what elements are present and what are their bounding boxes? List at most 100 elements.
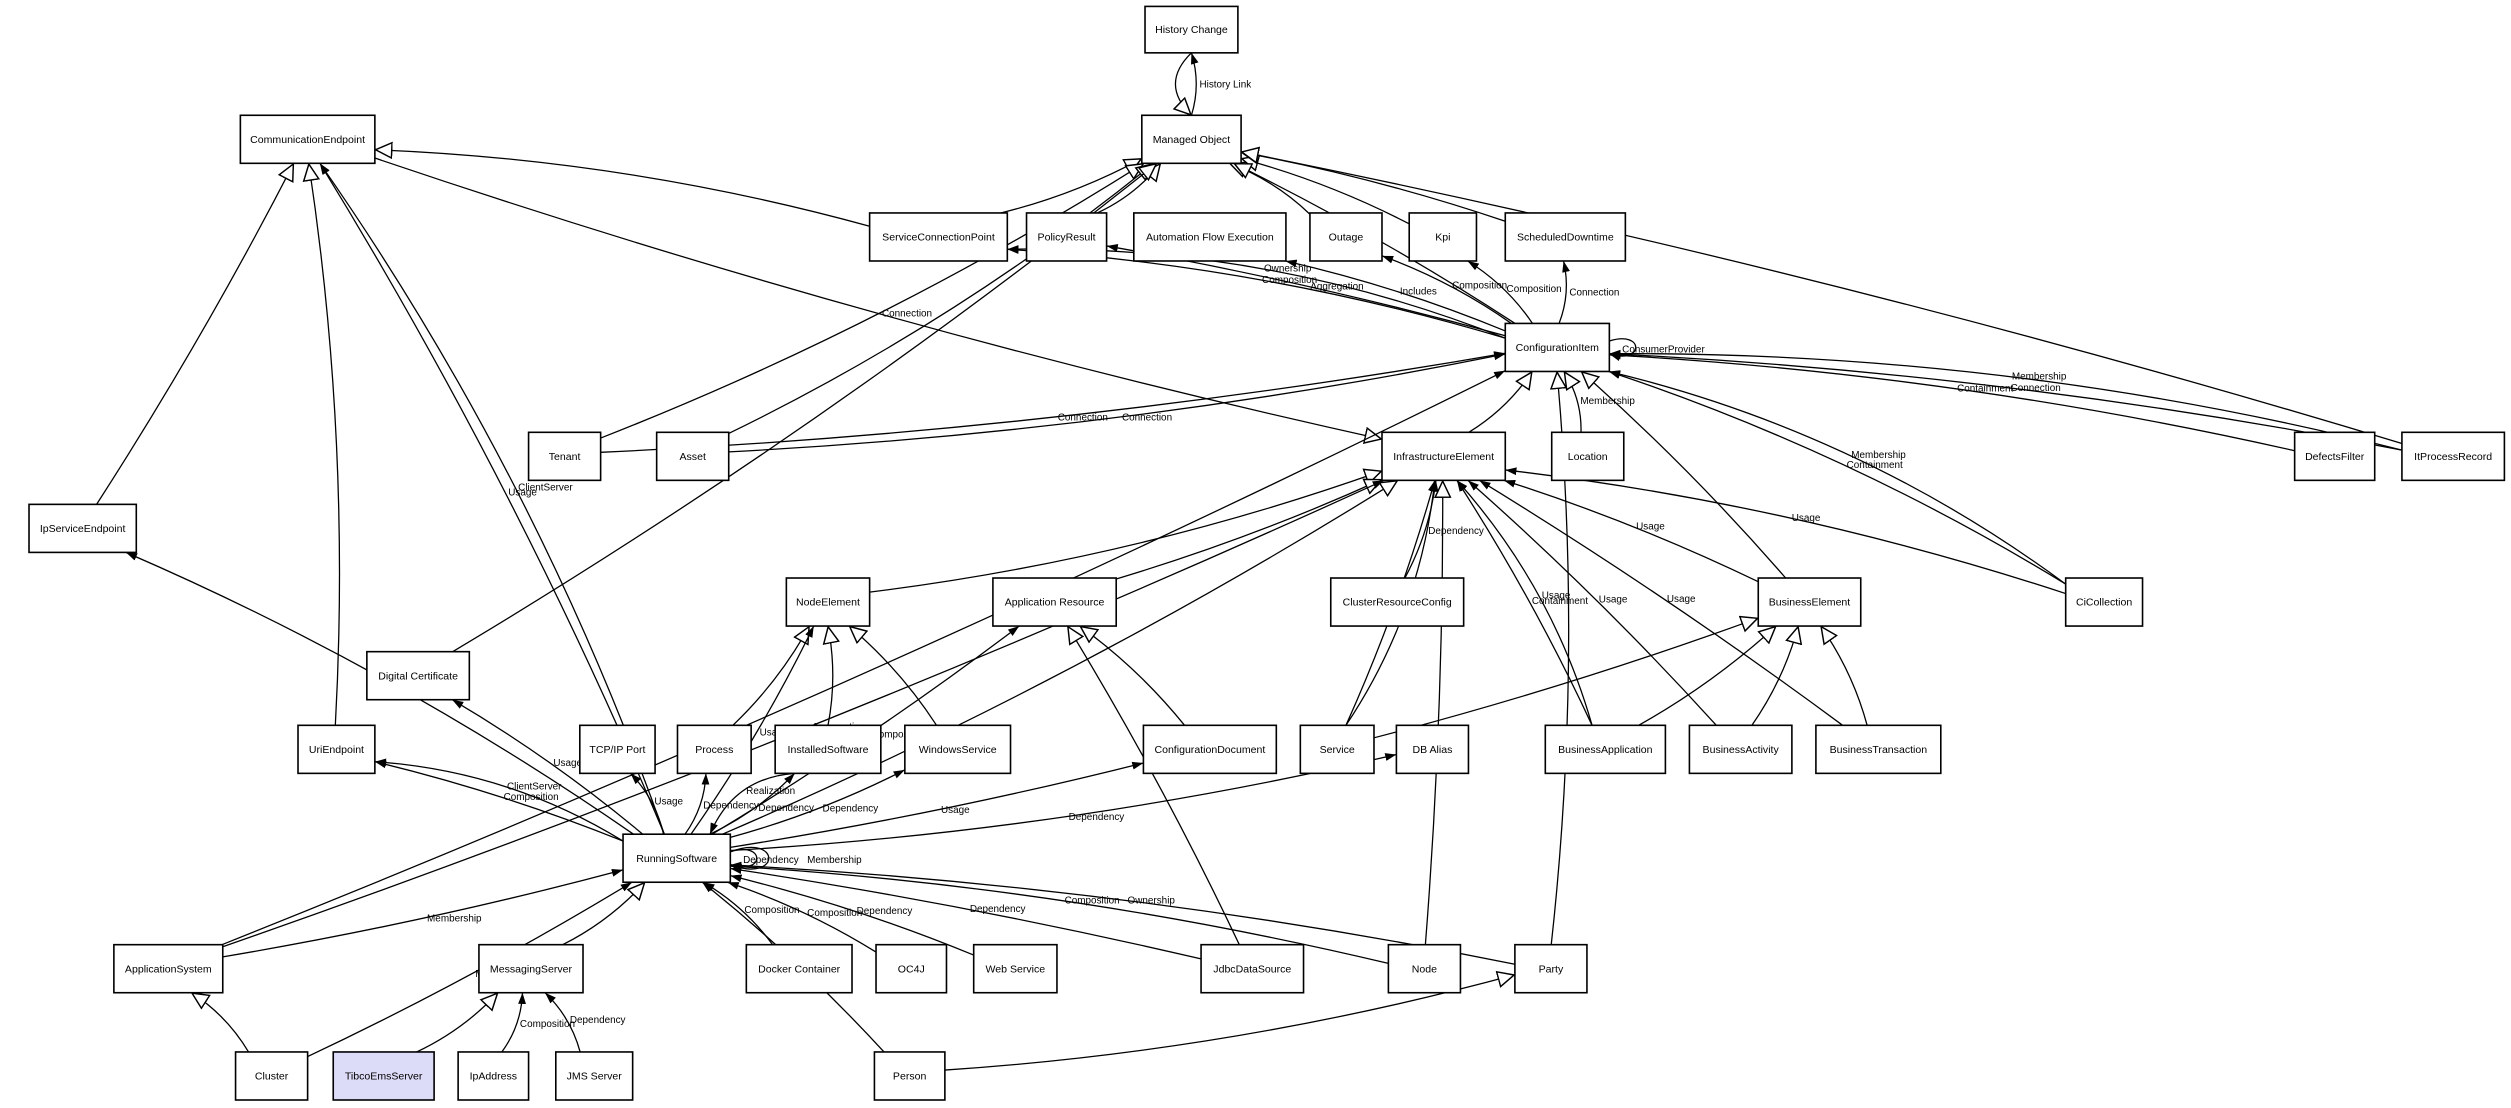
edge-running-software-to-running-software[interactable] <box>730 846 770 873</box>
edge-path[interactable] <box>1609 350 2403 451</box>
class-box[interactable] <box>1688 724 1793 775</box>
class-node-business-activity[interactable]: BusinessActivity <box>1688 724 1793 775</box>
edge-path[interactable] <box>828 626 833 726</box>
class-node-installed-software[interactable]: InstalledSoftware <box>774 724 882 775</box>
class-node-infrastructure-element[interactable]: InfrastructureElement <box>1381 431 1507 482</box>
edge-docker-container-to-running-software[interactable] <box>702 881 774 946</box>
edge-path[interactable] <box>1456 479 1593 726</box>
edge-oc4j-to-running-software[interactable] <box>727 881 877 953</box>
class-node-node-element[interactable]: NodeElement <box>785 577 871 627</box>
class-node-oc4j[interactable]: OC4J <box>875 943 948 994</box>
edge-path[interactable] <box>690 625 815 835</box>
edge-path[interactable] <box>600 162 1144 439</box>
edge-party-to-running-software[interactable] <box>730 861 1516 965</box>
class-node-uri-endpoint[interactable]: UriEndpoint <box>297 724 376 775</box>
edge-path[interactable] <box>1608 370 2067 585</box>
class-box[interactable] <box>873 1051 946 1101</box>
edge-path[interactable] <box>730 846 770 873</box>
edge-jdbc-data-source-to-running-software[interactable] <box>730 866 1202 960</box>
edge-running-software-to-process[interactable] <box>684 773 710 835</box>
edge-configuration-document-to-application-resource[interactable] <box>1080 626 1186 726</box>
edge-service-to-business-element[interactable] <box>1373 618 1758 739</box>
edge-path[interactable] <box>1505 467 2066 595</box>
edge-path[interactable] <box>727 881 877 953</box>
class-box[interactable] <box>332 1051 435 1101</box>
class-node-ip-service-endpoint[interactable]: IpServiceEndpoint <box>28 503 138 554</box>
edge-path[interactable] <box>1424 480 1442 945</box>
class-box[interactable] <box>234 1051 309 1101</box>
edge-running-software-to-tcpip-port[interactable] <box>630 772 665 835</box>
class-node-ip-address[interactable]: IpAddress <box>457 1051 530 1101</box>
edge-path[interactable] <box>1066 626 1240 945</box>
edge-path[interactable] <box>191 992 250 1053</box>
edge-service-connection-point-to-managed-object[interactable] <box>1000 157 1142 214</box>
edge-path[interactable] <box>1456 479 1593 726</box>
edge-path[interactable] <box>307 881 633 1058</box>
edge-path[interactable] <box>728 163 1154 435</box>
class-node-docker-container[interactable]: Docker Container <box>745 943 853 994</box>
class-node-service[interactable]: Service <box>1299 724 1375 775</box>
edge-asset-to-configuration-item[interactable] <box>728 352 1506 453</box>
edge-ip-service-endpoint-to-communication-endpoint[interactable] <box>96 163 295 505</box>
edge-path[interactable] <box>1821 626 1868 726</box>
edge-ci-collection-to-infrastructure-element[interactable] <box>1505 467 2066 595</box>
edge-path[interactable] <box>600 351 1506 453</box>
class-node-automation-flow-execution[interactable]: Automation Flow Execution <box>1133 212 1287 262</box>
class-node-it-process-record[interactable]: ItProcessRecord <box>2401 431 2506 482</box>
class-node-windows-service[interactable]: WindowsService <box>904 724 1012 775</box>
class-box[interactable] <box>676 724 752 775</box>
edge-path[interactable] <box>1558 260 1570 324</box>
class-node-policy-result[interactable]: PolicyResult <box>1025 212 1108 262</box>
class-box[interactable] <box>1381 431 1507 482</box>
edge-path[interactable] <box>1609 349 2403 451</box>
edge-business-transaction-to-business-element[interactable] <box>1821 626 1868 726</box>
class-node-managed-object[interactable]: Managed Object <box>1141 114 1242 165</box>
edge-path[interactable] <box>1751 626 1798 726</box>
class-node-process[interactable]: Process <box>676 724 752 775</box>
edge-path[interactable] <box>96 163 295 505</box>
edge-path[interactable] <box>1609 351 2295 452</box>
edge-running-software-to-db-alias[interactable] <box>730 753 1397 852</box>
class-node-cluster-resource-config[interactable]: ClusterResourceConfig <box>1329 577 1465 627</box>
edge-path[interactable] <box>1116 479 1382 580</box>
class-node-configuration-document[interactable]: ConfigurationDocument <box>1142 724 1278 775</box>
class-box[interactable] <box>1504 212 1627 262</box>
edge-path[interactable] <box>1467 479 1717 726</box>
class-box[interactable] <box>1144 5 1239 54</box>
edge-configuration-item-to-outage[interactable] <box>1381 255 1512 324</box>
edge-business-application-to-infrastructure-element[interactable] <box>1456 479 1593 726</box>
edge-path[interactable] <box>702 881 774 946</box>
edge-path[interactable] <box>1080 626 1186 726</box>
class-node-communication-endpoint[interactable]: CommunicationEndpoint <box>239 114 376 165</box>
class-node-person[interactable]: Person <box>873 1051 946 1101</box>
edge-running-software-to-installed-software[interactable] <box>709 772 796 835</box>
edge-kpi-to-managed-object[interactable] <box>1241 159 1410 225</box>
edge-path[interactable] <box>730 862 1389 965</box>
edge-running-software-to-uri-endpoint[interactable] <box>374 760 624 842</box>
edge-business-element-to-infrastructure-element[interactable] <box>1503 479 1759 583</box>
edge-path[interactable] <box>732 626 810 726</box>
class-node-business-element[interactable]: BusinessElement <box>1757 577 1862 627</box>
class-node-application-system[interactable]: ApplicationSystem <box>113 943 224 994</box>
class-box[interactable] <box>113 943 224 994</box>
edge-location-to-configuration-item[interactable] <box>1563 371 1582 433</box>
edge-asset-to-managed-object[interactable] <box>728 163 1154 435</box>
class-box[interactable] <box>1757 577 1862 627</box>
class-box[interactable] <box>297 724 376 775</box>
edge-path[interactable] <box>501 992 526 1053</box>
edge-infrastructure-element-to-configuration-item[interactable] <box>1468 371 1532 433</box>
edge-path[interactable] <box>1373 618 1758 739</box>
class-box[interactable] <box>554 1051 634 1101</box>
class-node-configuration-item[interactable]: ConfigurationItem <box>1504 322 1611 373</box>
edge-installed-software-to-node-element[interactable] <box>828 626 833 726</box>
edge-path[interactable] <box>730 769 906 839</box>
edge-path[interactable] <box>416 993 498 1053</box>
class-box[interactable] <box>1025 212 1108 262</box>
edge-path[interactable] <box>222 479 1385 948</box>
class-node-digital-certificate[interactable]: Digital Certificate <box>366 650 471 701</box>
edge-path[interactable] <box>1581 371 1787 579</box>
edge-path[interactable] <box>1241 159 1410 225</box>
edge-path[interactable] <box>374 157 1382 439</box>
edge-path[interactable] <box>722 479 1397 835</box>
class-box[interactable] <box>527 431 602 482</box>
